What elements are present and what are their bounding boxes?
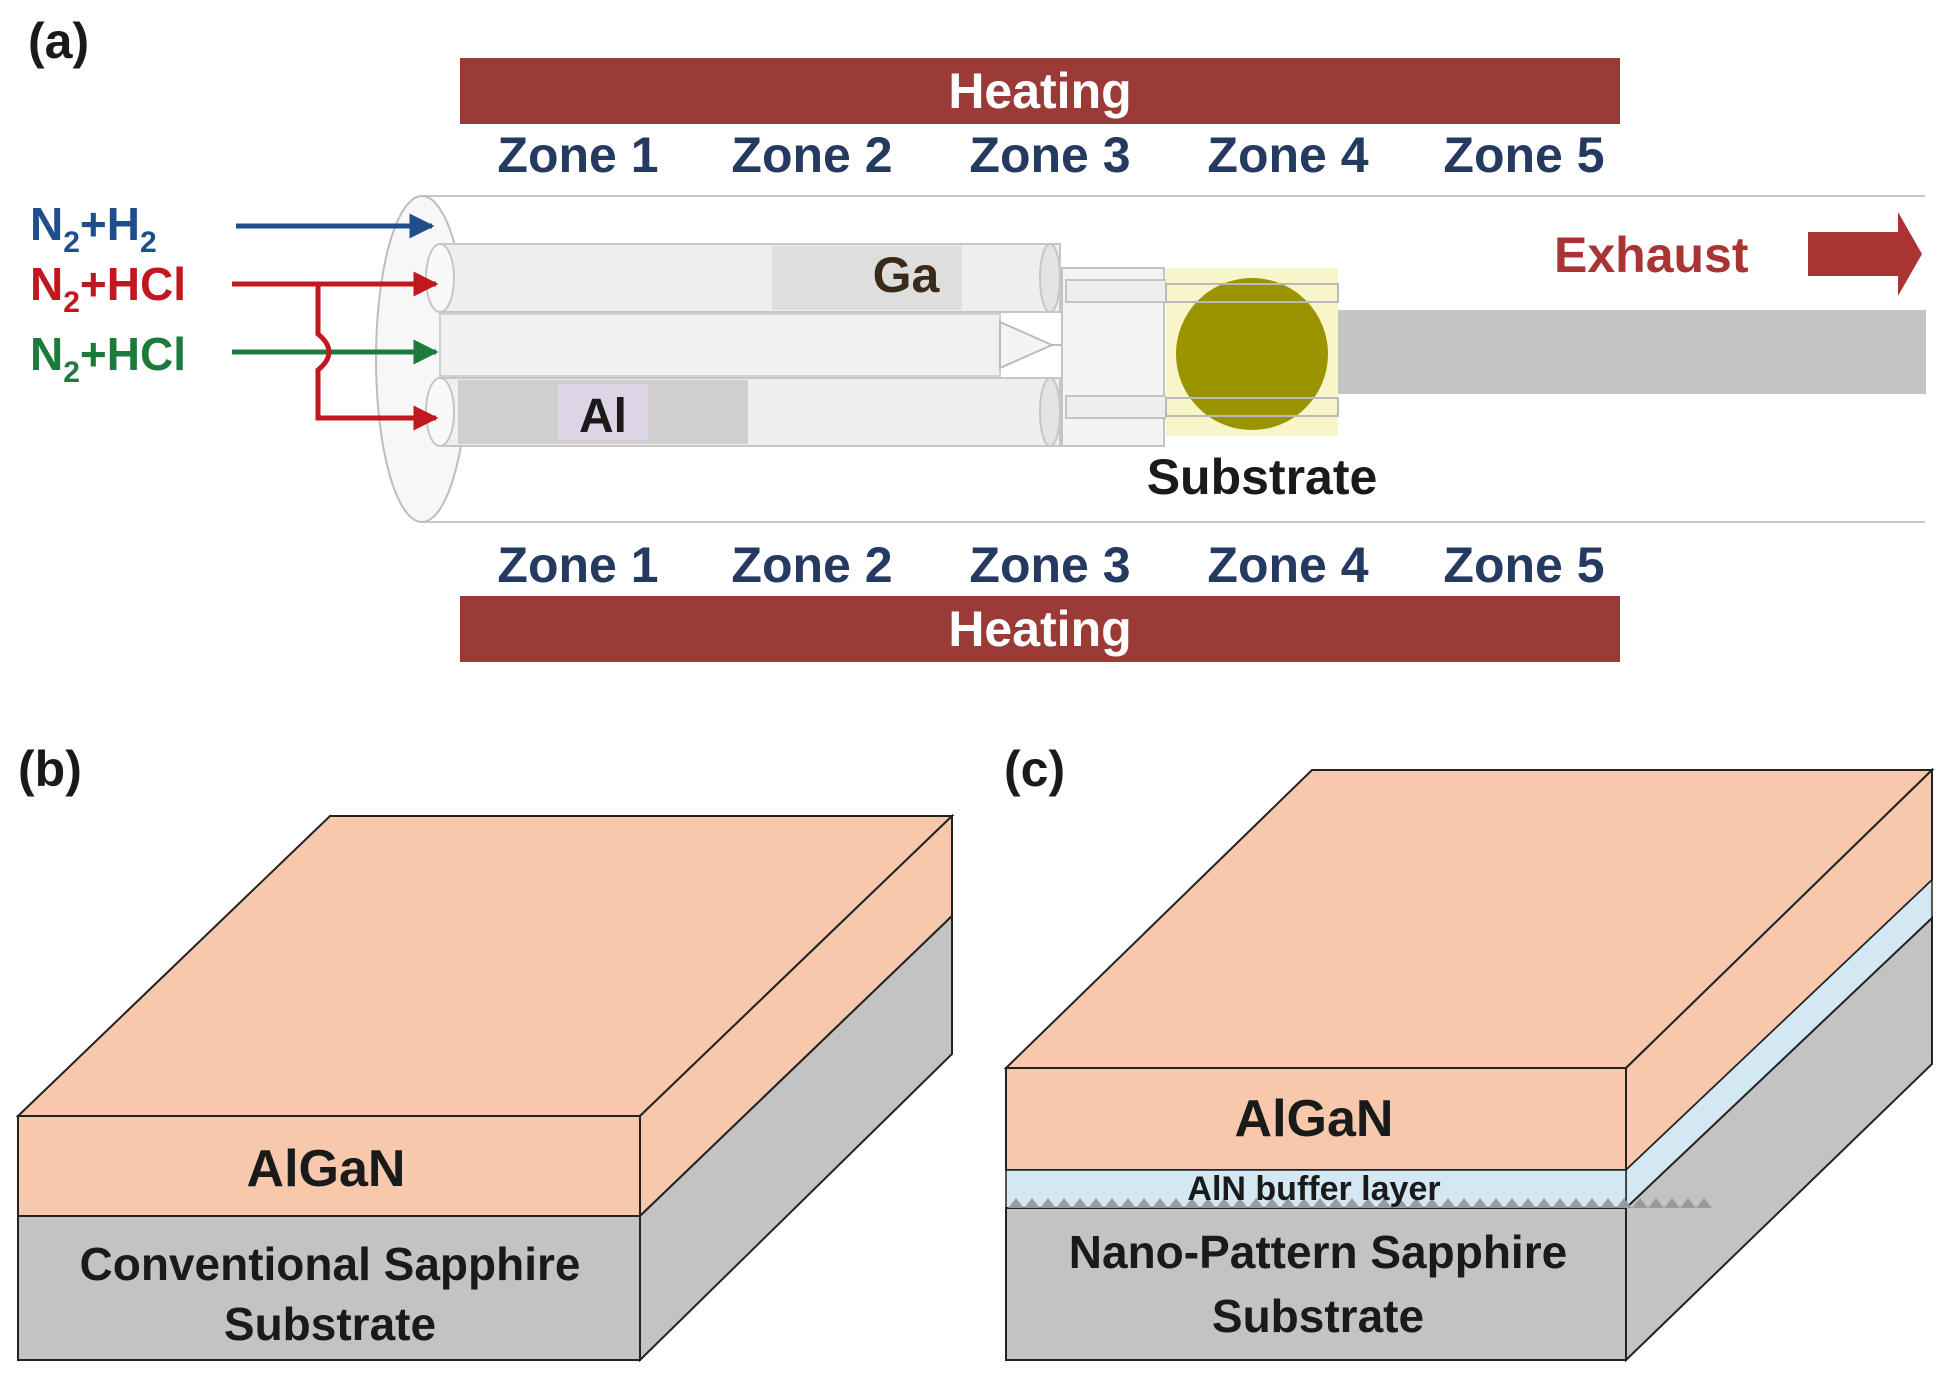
- exhaust-label: Exhaust: [1554, 227, 1749, 283]
- zone-bottom-2: Zone 2: [731, 537, 892, 593]
- exhaust-arrow-icon: [1808, 212, 1922, 296]
- aln-buffer-layer: [1005, 1169, 1627, 1209]
- al-source-label: Al: [579, 390, 627, 443]
- zone-bottom-4: Zone 4: [1207, 537, 1368, 593]
- zone-top-2: Zone 2: [731, 127, 892, 183]
- zone-bottom-3: Zone 3: [969, 537, 1130, 593]
- gas-inlet-3-label: N2+HCl: [30, 328, 186, 389]
- panel-c-label: (c): [1004, 741, 1065, 797]
- ga-source-label: Ga: [873, 247, 941, 303]
- algan-layer-c: [1005, 1067, 1627, 1171]
- gas-inlet-1-label: N2+H2: [30, 198, 157, 259]
- substrate-b-line1: Conventional Sapphire: [80, 1238, 581, 1290]
- sapphire-substrate-c: [1005, 1207, 1627, 1361]
- gas-branch-arrow-icon: [315, 284, 439, 431]
- center-tube: [439, 313, 1090, 377]
- panel-b: (b) AlGaN Conventional Sapphire Substrat…: [15, 741, 955, 1363]
- panel-b-label: (b): [18, 741, 82, 797]
- sapphire-substrate-b: [17, 1215, 641, 1361]
- panel-a-label: (a): [28, 13, 89, 69]
- substrate-label: Substrate: [1147, 449, 1378, 505]
- zone-top-3: Zone 3: [969, 127, 1130, 183]
- al-source-tube: Al: [425, 377, 1061, 447]
- algan-label-b: AlGaN: [247, 1140, 406, 1198]
- heating-bar-top: [460, 58, 1620, 124]
- heating-bar-bottom: [460, 596, 1620, 662]
- zone-top-5: Zone 5: [1443, 127, 1604, 183]
- heating-label-top: Heating: [948, 63, 1131, 119]
- algan-label-c: AlGaN: [1235, 1090, 1394, 1148]
- substrate-c-line2: Substrate: [1212, 1290, 1424, 1342]
- substrate-holder: [1061, 267, 1926, 447]
- nano-pattern: [1008, 1198, 1712, 1208]
- algan-layer: [17, 1115, 641, 1217]
- gas-inlet-2-label: N2+HCl: [30, 258, 186, 319]
- aln-buffer-label: AlN buffer layer: [1187, 1170, 1440, 1208]
- zone-top-4: Zone 4: [1207, 127, 1368, 183]
- panel-c: (c) AlGaN AlN buffer layer Nano-Pattern …: [1003, 741, 1935, 1363]
- substrate-b-line2: Substrate: [224, 1298, 436, 1350]
- substrate-disc: [1176, 278, 1328, 430]
- substrate-c-line1: Nano-Pattern Sapphire: [1069, 1226, 1567, 1278]
- zone-bottom-1: Zone 1: [497, 537, 658, 593]
- zone-top-1: Zone 1: [497, 127, 658, 183]
- heating-label-bottom: Heating: [948, 601, 1131, 657]
- ga-source-tube: Ga: [425, 243, 1061, 313]
- panel-a: (a) Heating Zone 1 Zone 2 Zone 3 Zone 4 …: [28, 13, 1926, 662]
- zone-bottom-5: Zone 5: [1443, 537, 1604, 593]
